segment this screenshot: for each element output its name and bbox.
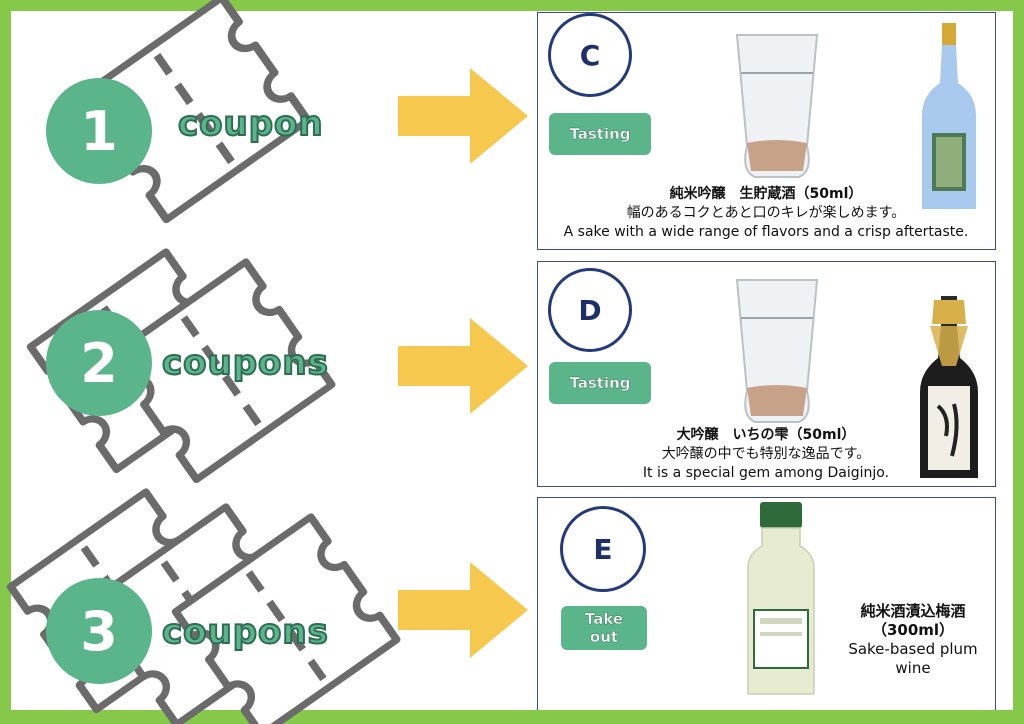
sake-bottle-image [922, 23, 976, 209]
reward-letter: C [548, 13, 632, 97]
product-name: 純米吟醸 生貯蔵酒（50ml） [669, 186, 863, 202]
sake-glass-image [735, 34, 819, 178]
reward-type-tag: Take out [561, 606, 647, 650]
coupon-count-circle: 1 [46, 78, 152, 184]
coupon-label: coupons [161, 342, 329, 384]
product-description-ja: 大吟醸の中でも特別な逸品です。 [661, 446, 871, 462]
reward-letter: D [548, 268, 632, 352]
product-description-en: A sake with a wide range of flavors and … [563, 224, 969, 240]
product-description-ja: 幅のあるコクとあと口のキレが楽しめます。 [626, 205, 906, 221]
reward-letter: E [560, 506, 646, 592]
coupon-count-circle: 3 [46, 578, 152, 684]
reward-panel-d: D Tasting 大吟醸 いちの雫（50ml） 大吟醸の中でも特別な逸品です。… [537, 261, 996, 487]
product-name: 大吟醸 いちの雫（50ml） [676, 427, 856, 443]
product-description-en: It is a special gem among Daiginjo. [642, 465, 890, 481]
sake-glass-image [735, 279, 819, 423]
sake-bottle-image [920, 296, 978, 478]
reward-type-tag: Tasting [549, 362, 651, 404]
product-name: 純米酒漬込梅酒 [860, 602, 966, 620]
tag-line: out [589, 628, 619, 646]
product-description-en: wine [895, 659, 931, 677]
reward-type-tag: Tasting [549, 113, 651, 155]
arrow-right-icon [398, 68, 528, 164]
coupon-count-circle: 2 [46, 310, 152, 416]
reward-panel-c: C Tasting 純米吟醸 生貯蔵酒（50ml） 幅のあるコクとあと口のキレが… [537, 12, 996, 250]
plum-wine-bottle-image [747, 502, 815, 695]
coupon-label: coupons [161, 611, 329, 653]
coupon-label: coupon [177, 103, 324, 145]
product-volume: （300ml） [871, 621, 955, 639]
tag-line: Take [584, 610, 624, 628]
product-description-en: Sake-based plum [848, 640, 978, 658]
arrow-right-icon [398, 318, 528, 414]
reward-panel-e: E Take out 純米酒漬込梅酒 （300ml） Sake-based pl… [537, 497, 996, 710]
arrow-right-icon [398, 562, 528, 658]
